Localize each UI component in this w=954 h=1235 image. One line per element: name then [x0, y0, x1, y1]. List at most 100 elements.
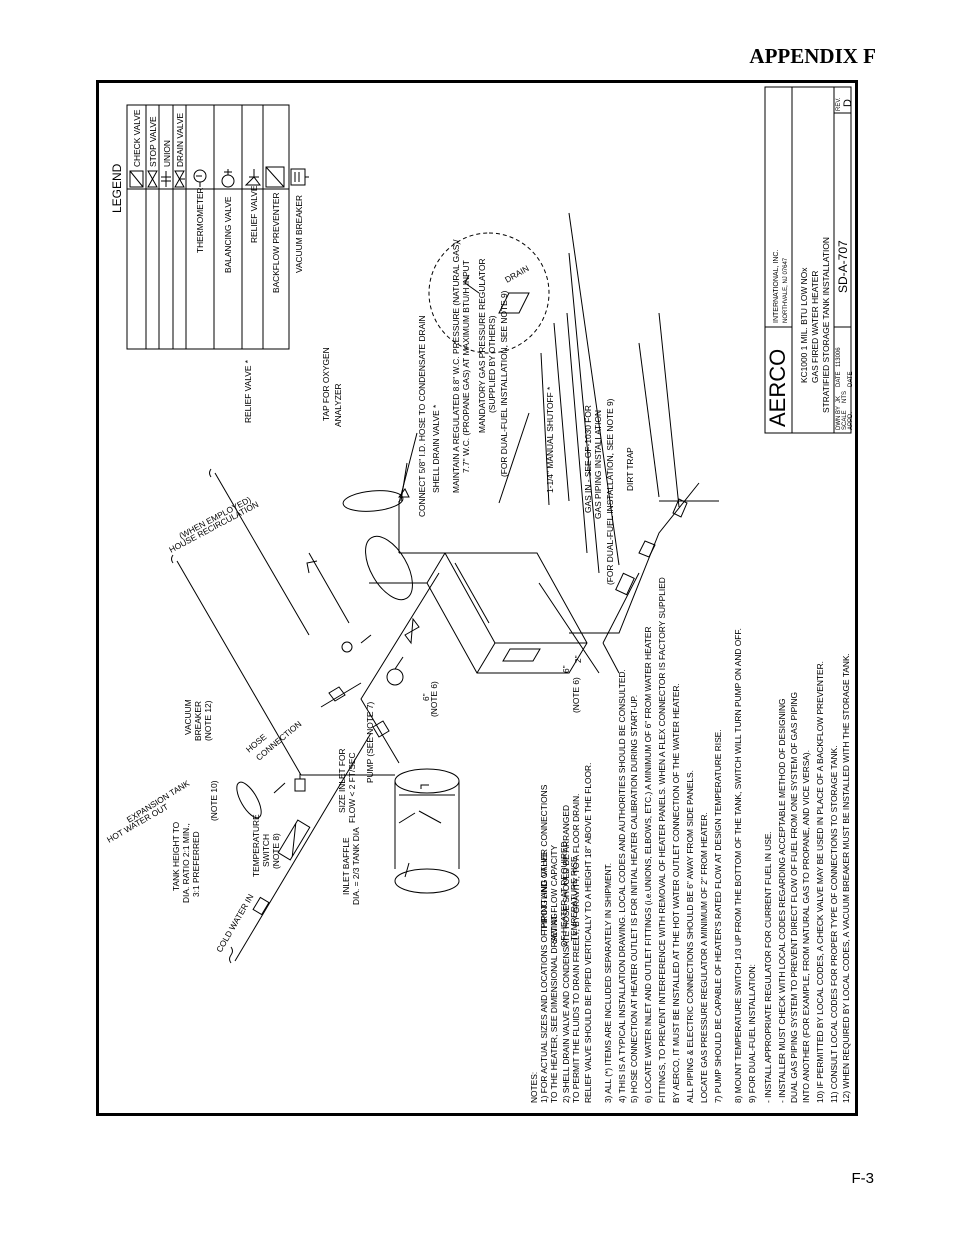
legend-backflow-preventer: BACKFLOW PREVENTER [271, 192, 281, 293]
legend-vacuum-breaker: VACUUM BREAKER [294, 195, 304, 273]
legend-thermometer: THERMOMETER [195, 187, 205, 253]
appendix-heading: APPENDIX F [749, 44, 876, 68]
notes-line: 10) IF PERMITTED BY LOCAL CODES, A CHECK… [815, 661, 825, 1103]
label-mandatory-3: (FOR DUAL-FUEL INSTALLATION, SEE NOTE 9) [499, 290, 509, 477]
dwn-by-value: JK [836, 396, 842, 403]
date2-label: DATE [848, 371, 854, 387]
thermometer-icon [193, 169, 207, 187]
notes-line: 7) PUMP SHOULD BE CAPABLE OF HEATER'S RA… [713, 729, 723, 1103]
title-line-2: GAS FIRED WATER HEATER [810, 271, 820, 383]
notes-line: FITTINGS, TO PREVENT INTERFERENCE WITH R… [657, 577, 667, 1103]
label-dirt-trap: DIRT TRAP [625, 447, 635, 491]
house-recirculation-pipe [209, 468, 310, 636]
balancing-valve-icon [221, 169, 235, 188]
storage-tank [394, 768, 460, 894]
date-value: 113006 [836, 347, 842, 367]
tank-leader-lines [398, 810, 442, 878]
notes-line: BY AERCO, IT MUST BE INSTALLED AT THE HO… [671, 683, 681, 1103]
drawing-sheet: AERCO INTERNATIONAL, INC. NORTHVALE, NJ … [99, 83, 855, 1113]
notes-line: 5) HOSE CONNECTION AT HEATER OUTLET IS F… [629, 695, 639, 1103]
notes-line: 2) SHELL DRAIN VALVE AND CONDENSATE HOSE… [561, 805, 571, 1103]
backflow-preventer-icon [265, 166, 285, 188]
notes-line: LOCATE GAS PRESSURE REGULATOR A MINIMUM … [699, 812, 709, 1103]
notes-line: ALL PIPING & ELECTRIC CONNECTIONS SHOULD… [685, 770, 695, 1103]
label-tank-height-1: TANK HEIGHT TO [171, 821, 181, 891]
date-label: DATE [836, 371, 842, 387]
company-name: INTERNATIONAL, INC. [773, 250, 780, 323]
notes-line: NOTES: [529, 1072, 539, 1103]
title-line-3: STRATIFIED STORAGE TANK INSTALLATION [821, 237, 831, 413]
dwn-by-label: DWN BY [836, 406, 842, 430]
vacuum-breaker-icon [290, 168, 309, 186]
label-inlet-baffle-1: INLET BAFFLE [341, 837, 351, 895]
label-tank-height-2: DIA. RATIO 2:1 MIN., [181, 823, 191, 903]
label-size-inlet-2: FLOW < 2 FT/SEC [347, 752, 357, 823]
label-temp-switch-2: SWITCH [261, 834, 271, 867]
label-tap-1: TAP FOR OXYGEN [321, 347, 331, 421]
label-mandatory-1: MANDATORY GAS PRESSURE REGULATOR [477, 258, 487, 433]
notes-line: 1) FOR ACTUAL SIZES AND LOCATIONS OF PIP… [539, 784, 549, 1103]
company-address: NORTHVALE, NJ 07647 [783, 257, 789, 323]
drawing-number: SD-A-707 [836, 240, 850, 293]
hot-water-outlet-pipe [171, 554, 395, 819]
label-dim-6b: 6" [561, 665, 571, 673]
notes-line: 4) THIS IS A TYPICAL INSTALLATION DRAWIN… [617, 669, 627, 1103]
label-gas-in-3: (FOR DUAL-FUEL INSTALLATION, SEE NOTE 9) [605, 398, 615, 585]
label-mandatory-2: (SUPPLIED BY OTHERS) [487, 315, 497, 413]
page-number: F-3 [851, 1170, 875, 1187]
notes-line: 9) FOR DUAL-FUEL INSTALLATION: [747, 964, 757, 1103]
label-dim-2: 2" [573, 655, 583, 663]
notes-line: 3) ALL (*) ITEMS ARE INCLUDED SEPARATELY… [603, 863, 613, 1103]
legend-check-valve: CHECK VALVE [132, 109, 142, 167]
check-valve-icon [129, 170, 144, 188]
vacuum-breaker-symbol [294, 773, 306, 792]
drain-valve-icon [174, 170, 185, 188]
label-tank-height-3: 3:1 PREFERRED [191, 831, 201, 897]
notes-line: 11) CONSULT LOCAL CODES FOR PROPER TYPE … [829, 745, 839, 1103]
label-note6-a: (NOTE 6) [429, 681, 439, 717]
notes-line: 12) WHEN REQUIRED BY LOCAL CODES, A VACU… [841, 653, 851, 1103]
legend-balancing-valve: BALANCING VALVE [223, 196, 233, 273]
label-relief-valve: RELIEF VALVE * [243, 359, 253, 423]
notes-line: INTO ANOTHER (FOR EXAMPLE, FROM NATURAL … [801, 750, 811, 1103]
hose-connection-branch [320, 682, 362, 708]
label-drain: DRAIN [503, 263, 531, 285]
notes-line: RELIEF VALVE SHOULD BE PIPED VERTICALLY … [583, 763, 593, 1103]
notes-line: - INSTALL APPROPRIATE REGULATOR FOR CURR… [763, 831, 773, 1103]
notes-line: 6) LOCATE WATER INLET AND OUTLET FITTING… [643, 626, 653, 1103]
label-throttling-1: THROTTLING VALVE [539, 851, 549, 933]
heater-outlet-pipe [306, 552, 372, 653]
label-gas-in-1: GAS IN - SEE GF-1030 FOR [583, 405, 593, 513]
legend-table [126, 104, 290, 350]
water-heater-unit [342, 490, 588, 674]
label-cold-water-in: COLD WATER IN [214, 892, 255, 954]
legend-stop-valve: STOP VALVE [148, 116, 158, 167]
label-throttling-2: SET AT FLOW CAPACITY [549, 845, 559, 943]
label-vacuum-breaker-2: BREAKER [193, 701, 203, 741]
tank-inlet-pipe [346, 732, 372, 774]
label-tap-2: ANALYZER [333, 383, 343, 427]
label-pump: PUMP (SEE NOTE 7) [365, 702, 375, 783]
legend-union: UNION [162, 140, 172, 167]
relief-valve-icon [244, 169, 261, 186]
label-shell-drain: SHELL DRAIN VALVE * [431, 404, 441, 493]
notes-block: NOTES: 1) FOR ACTUAL SIZES AND LOCATIONS… [529, 577, 851, 1103]
title-line-1: KC1000 1 MIL. BTU LOW NOx [799, 267, 809, 383]
union-icon [161, 171, 171, 187]
label-temp-switch-3: (NOTE 8) [271, 833, 281, 869]
cold-water-inlet-pipe [229, 772, 348, 964]
gas-train-pipe [569, 482, 719, 634]
label-temp-switch-1: TEMPERATURE [251, 814, 261, 877]
notes-line: TO PERMIT THE FLUIDS TO DRAIN FREELY, BY… [571, 794, 581, 1104]
appd-label: APPD. [848, 412, 854, 430]
notes-line: 8) MOUNT TEMPERATURE SWITCH 1/3 UP FROM … [733, 628, 743, 1103]
leader-lines [398, 212, 680, 574]
rev-label: REV. [836, 97, 842, 111]
notes-line: DUAL GAS PIPING SYSTEM TO PREVENT DIRECT… [789, 692, 799, 1103]
legend-drain-valve: DRAIN VALVE [175, 112, 185, 167]
label-dim-6a: 6" [421, 693, 431, 701]
notes-line: - INSTALLER MUST CHECK WITH LOCAL CODES … [777, 698, 787, 1103]
label-gas-in-2: GAS PIPING INSTALLATION [593, 410, 603, 519]
label-note10: (NOTE 10) [209, 780, 219, 821]
pump-supply-pipe [360, 572, 440, 764]
